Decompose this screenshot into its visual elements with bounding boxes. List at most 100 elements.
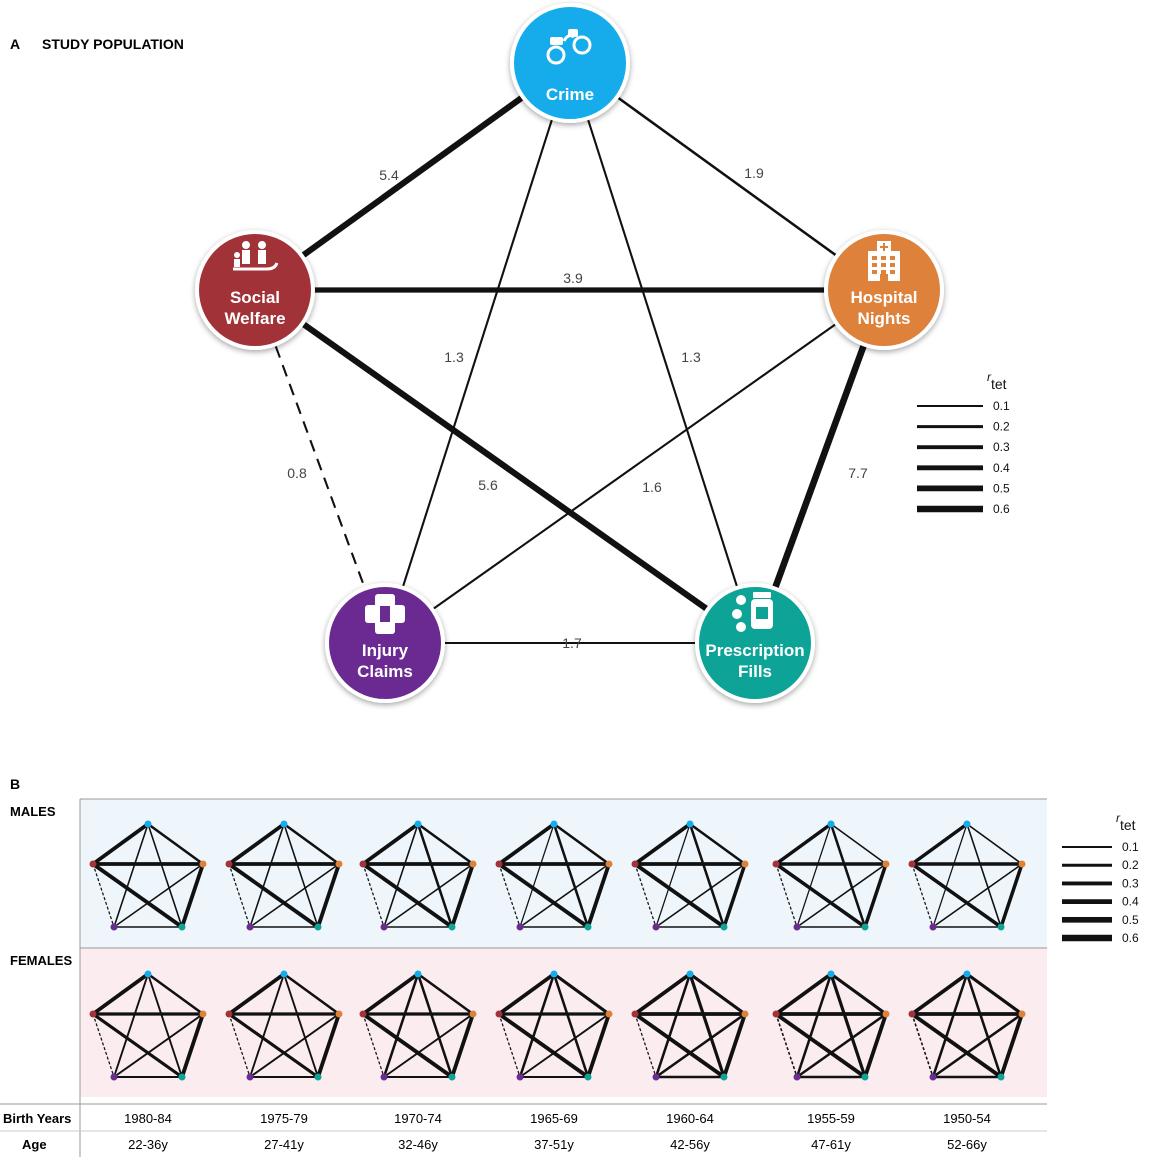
males-network-1955-59-node-prescription <box>861 923 869 931</box>
females-network-1960-64-edge-crime-hospital <box>689 972 746 1016</box>
males-network-1970-74-node-social <box>359 860 367 868</box>
males-network-1955-59-edge-social-crime <box>774 822 833 866</box>
females-network-1960-64-edge-social-prescription <box>633 1012 726 1079</box>
females-network-1965-69-edge-social-crime <box>497 972 556 1016</box>
node-label-social: Welfare <box>224 309 285 328</box>
label <box>756 607 768 619</box>
age-0: 22-36y <box>128 1137 168 1152</box>
females-network-1970-74-node-injury <box>380 1073 388 1081</box>
males-network-1965-69-node-prescription <box>584 923 592 931</box>
cuff-ring-right <box>572 35 592 55</box>
males-network-1980-84-edge-hospital-injury <box>113 863 204 928</box>
edge-hospital-prescription <box>751 288 888 645</box>
males-network-1980-84 <box>89 820 207 931</box>
males-network-1960-64-node-crime <box>686 820 694 828</box>
males-network-1980-84-edge-crime-prescription <box>147 823 183 928</box>
birth-years-2: 1970-74 <box>394 1111 442 1126</box>
window <box>890 256 895 260</box>
males-network-1960-64-edge-social-prescription <box>633 862 726 929</box>
females-network-1955-59-node-hospital <box>882 1010 890 1018</box>
legend-a-title: rtet <box>987 370 1007 392</box>
females-network-1960-64-edge-social-crime <box>633 972 692 1016</box>
females-network-1965-69-node-prescription <box>584 1073 592 1081</box>
males-network-1970-74-node-crime <box>414 820 422 828</box>
row-label-males: MALES <box>10 804 56 819</box>
females-network-1975-79-edge-hospital-injury <box>249 1013 340 1078</box>
females-network-1950-54-edge-social-prescription <box>910 1012 1003 1079</box>
person-body <box>258 250 266 264</box>
females-network-1965-69-edge-crime-prescription <box>552 973 590 1078</box>
females-network-1970-74-edge-crime-prescription <box>416 973 454 1078</box>
pill <box>732 609 742 619</box>
males-network-1960-64-edge-crime-injury <box>655 823 691 928</box>
birth-years-4: 1960-64 <box>666 1111 714 1126</box>
males-network-1960-64-node-hospital <box>741 860 749 868</box>
females-network-1955-59-edge-crime-prescription <box>829 973 867 1078</box>
males-network-1975-79-edge-hospital-injury <box>249 863 340 928</box>
row-bg-males <box>80 799 1047 948</box>
males-network-1975-79-edge-social-injury <box>228 863 251 928</box>
females-network-1970-74-edge-social-crime <box>361 972 420 1016</box>
node-label-hospital: Nights <box>858 309 911 328</box>
males-network-1965-69-edge-crime-prescription <box>552 823 590 928</box>
age-3: 37-51y <box>534 1137 574 1152</box>
cross <box>880 243 888 251</box>
males-network-1955-59-node-injury <box>793 923 801 931</box>
males-network-1950-54-edge-social-crime <box>910 822 969 866</box>
panel-a-edges <box>253 60 888 646</box>
males-network-1960-64-edge-hospital-prescription <box>722 863 747 928</box>
females-network-1970-74 <box>359 970 477 1081</box>
females-network-1975-79-edge-social-injury <box>228 1013 251 1078</box>
cuff-lock-left <box>550 37 563 45</box>
females-network-1965-69-node-social <box>495 1010 503 1018</box>
legend-a-label: 0.2 <box>993 420 1010 434</box>
males-network-1975-79 <box>225 820 343 931</box>
females-network-1955-59-edge-social-crime <box>774 972 833 1016</box>
males-network-1950-54-edge-crime-hospital <box>966 823 1023 865</box>
legend-b-label: 0.1 <box>1122 840 1139 854</box>
child-body <box>234 259 240 267</box>
edge-label-social-hospital: 3.9 <box>563 270 583 286</box>
females-network-1980-84-edge-hospital-injury <box>113 1013 204 1078</box>
females-network-1970-74-node-hospital <box>469 1010 477 1018</box>
males-network-1955-59-edge-hospital-prescription <box>863 863 888 928</box>
bottle-cap <box>753 592 771 598</box>
males-network-1970-74-edge-social-prescription <box>361 862 454 929</box>
males-network-1955-59-node-hospital <box>882 860 890 868</box>
females-network-1950-54-edge-crime-hospital <box>966 972 1023 1016</box>
males-network-1970-74-node-hospital <box>469 860 477 868</box>
females-network-1975-79-edge-hospital-prescription <box>316 1013 341 1078</box>
males-network-1955-59-node-social <box>772 860 780 868</box>
males-network-1960-64-edge-crime-hospital <box>689 822 746 866</box>
females-network-1950-54-node-prescription <box>997 1073 1005 1081</box>
person-body <box>242 250 250 264</box>
pad <box>380 606 390 622</box>
panel-b-letter: B <box>10 776 20 792</box>
females-network-1960-64-node-prescription <box>720 1073 728 1081</box>
females-network-1975-79-edge-crime-prescription <box>283 973 319 1078</box>
females-network-1965-69-edge-hospital-injury <box>519 1013 610 1078</box>
females-network-1955-59-node-injury <box>793 1073 801 1081</box>
males-network-1970-74-edge-crime-prescription <box>416 823 454 928</box>
females-network-1980-84-node-injury <box>110 1073 118 1081</box>
females-network-1980-84-node-social <box>89 1010 97 1018</box>
hospital-icon <box>868 241 900 281</box>
edge-hospital-injury <box>384 289 885 644</box>
females-network-1955-59-edge-hospital-injury <box>796 1012 887 1079</box>
row-bg-females <box>80 948 1047 1097</box>
males-network-1975-79-edge-social-crime <box>227 822 286 866</box>
females-network-1965-69-edge-social-injury <box>498 1013 521 1078</box>
males-network-1955-59-node-crime <box>827 820 835 828</box>
pill <box>736 595 746 605</box>
males-network-1950-54-node-crime <box>963 820 971 828</box>
females-network-1975-79-node-hospital <box>335 1010 343 1018</box>
females-network-1970-74-node-prescription <box>448 1073 456 1081</box>
males-network-1965-69-node-injury <box>516 923 524 931</box>
edge-label-crime-prescription: 1.3 <box>681 349 701 365</box>
females-network-1980-84-node-crime <box>144 970 152 978</box>
legend-b-label: 0.5 <box>1122 913 1139 927</box>
